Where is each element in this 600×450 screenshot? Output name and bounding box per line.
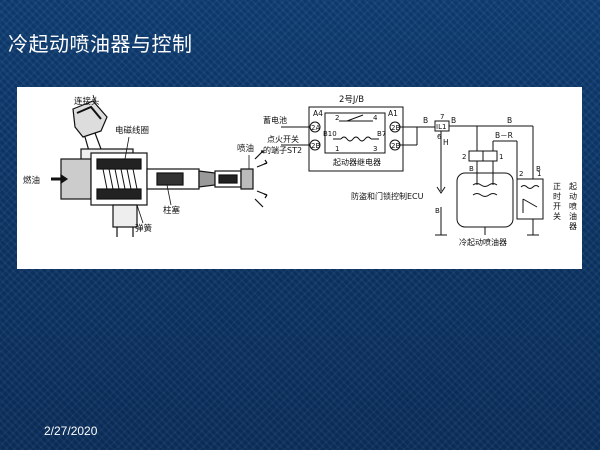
pin-a4: A4 [313,109,323,118]
label-ecu: 防盗和门锁控制ECU [351,191,424,201]
pin-2a: 2A [311,124,320,132]
slide-title: 冷起动喷油器与控制 [8,32,193,56]
label-spray: 喷油 [237,143,254,154]
label-battery: 蓄电池 [263,115,287,125]
label-timer-switch: 起动喷油器正时开关 [553,182,577,231]
circuit-drawing [281,106,544,236]
label-coil: 电磁线圈 [115,125,149,136]
pin-2b-left: 2B [311,142,320,150]
timer-num-2: 2 [519,170,523,178]
pin-b7: B7 [377,130,386,138]
injector-drawing [51,94,268,237]
wire-b-1: B [423,116,428,125]
pin-a1: A1 [388,109,398,118]
label-connector: 连接头 [74,96,100,107]
wire-b-r: B－R [495,131,513,140]
wire-b-right: B [536,165,541,173]
label-cold-injector: 冷起动喷油器 [459,237,507,247]
plunger-shape [156,172,184,186]
diagram-svg: 连接头 电磁线圈 喷油 燃油 柱塞 弹簧 [23,94,577,247]
pin-7: 7 [440,113,444,121]
pin-2b-right-2: 2B [391,142,400,150]
pin-2: 2 [335,114,339,122]
pin-2b-right: 2B [391,124,400,132]
coil-windings [102,168,138,190]
label-junction-block: 2号J/B [339,95,364,105]
label-relay: 起动器继电器 [333,157,381,167]
conn-num-1: 1 [499,153,503,161]
pin-6: 6 [437,133,442,141]
pin-4: 4 [373,114,378,122]
label-plunger: 柱塞 [163,205,181,216]
pin-1: 1 [335,145,339,153]
pin-3: 3 [373,145,377,153]
label-ignition-1: 点火开关 [267,134,299,144]
wire-b-mid: B [469,165,474,173]
diagram-panel: 连接头 电磁线圈 喷油 燃油 柱塞 弹簧 [17,87,582,269]
timer-switch-body [516,178,544,220]
cold-injector-body [456,172,514,228]
timer-num-1: 1 [537,170,541,178]
label-spring: 弹簧 [135,223,153,234]
wire-h: H [443,138,449,147]
pin-il1: IL1 [436,123,446,131]
wire-b-2: B [451,116,456,125]
slide-date: 2/27/2020 [44,424,98,438]
pin-b10: B10 [323,130,337,138]
label-ignition-2: 的端子ST2 [263,145,302,155]
wire-b-ground-1: B [435,207,440,215]
label-fuel: 燃油 [23,175,40,186]
wire-b-3: B [507,116,512,125]
junction-block-box [308,106,404,172]
conn-num-2: 2 [462,153,466,161]
